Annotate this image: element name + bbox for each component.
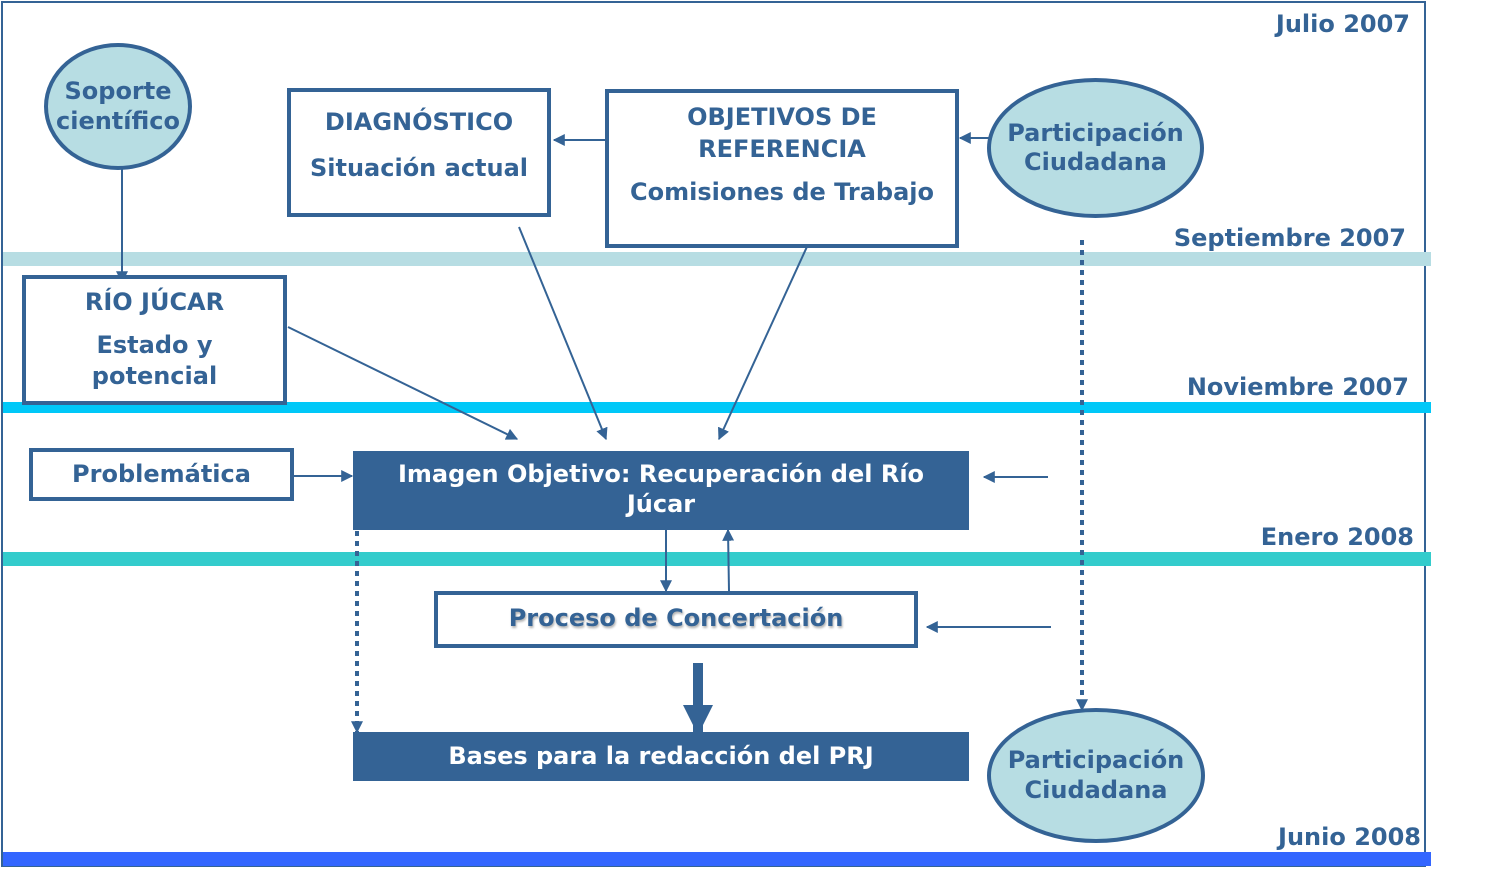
- imagen-objetivo-line2: Júcar: [626, 490, 696, 518]
- rio-jucar-line1: Estado y: [96, 331, 213, 360]
- objetivos-subtitle: Comisiones de Trabajo: [629, 177, 934, 206]
- date-enero-2008: Enero 2008: [1260, 523, 1414, 551]
- band-noviembre-2007: [3, 402, 1431, 413]
- node-rio-jucar: RÍO JÚCAR Estado y potencial: [22, 275, 287, 405]
- participacion-bottom-line2: Ciudadana: [1024, 775, 1168, 804]
- rio-jucar-title: RÍO JÚCAR: [84, 288, 225, 316]
- node-proceso-concertacion: Proceso de Concertación: [434, 591, 918, 648]
- node-bases-redaccion-prj: Bases para la redacción del PRJ: [353, 732, 969, 781]
- node-objetivos-referencia: OBJETIVOS DE REFERENCIA Comisiones de Tr…: [605, 89, 959, 248]
- band-septiembre-2007: [3, 252, 1431, 266]
- date-julio-2007: Julio 2007: [1275, 10, 1410, 38]
- objetivos-title2: REFERENCIA: [698, 135, 866, 164]
- problematica-label: Problemática: [72, 460, 251, 488]
- concertacion-label: Proceso de Concertación: [508, 604, 844, 632]
- node-soporte-cientifico: Soporte científico: [44, 43, 192, 170]
- diagnostico-subtitle: Situación actual: [309, 153, 529, 182]
- imagen-objetivo-line1: Imagen Objetivo: Recuperación del Río: [397, 460, 925, 488]
- date-junio-2008: Junio 2008: [1278, 823, 1421, 851]
- diagnostico-title: DIAGNÓSTICO: [324, 108, 514, 136]
- node-imagen-objetivo: Imagen Objetivo: Recuperación del Río Jú…: [353, 451, 969, 530]
- node-participacion-ciudadana-top: Participación Ciudadana: [987, 78, 1204, 218]
- participacion-top-line1: Participación: [1007, 118, 1184, 147]
- bases-label: Bases para la redacción del PRJ: [448, 742, 874, 770]
- date-noviembre-2007: Noviembre 2007: [1186, 373, 1409, 401]
- participacion-bottom-line1: Participación: [1007, 746, 1185, 775]
- date-septiembre-2007: Septiembre 2007: [1173, 224, 1406, 252]
- soporte-line2: científico: [55, 106, 181, 135]
- objetivos-title1: OBJETIVOS DE: [687, 103, 877, 131]
- soporte-line1: Soporte: [64, 77, 172, 106]
- diagram-frame: [1, 1, 1426, 867]
- node-problematica: Problemática: [29, 448, 294, 501]
- participacion-top-line2: Ciudadana: [1024, 148, 1167, 176]
- band-junio-2008: [3, 852, 1431, 866]
- rio-jucar-line2: potencial: [91, 362, 218, 391]
- node-participacion-ciudadana-bottom: Participación Ciudadana: [987, 708, 1205, 843]
- node-diagnostico: DIAGNÓSTICO Situación actual: [287, 88, 551, 217]
- band-enero-2008: [3, 552, 1431, 566]
